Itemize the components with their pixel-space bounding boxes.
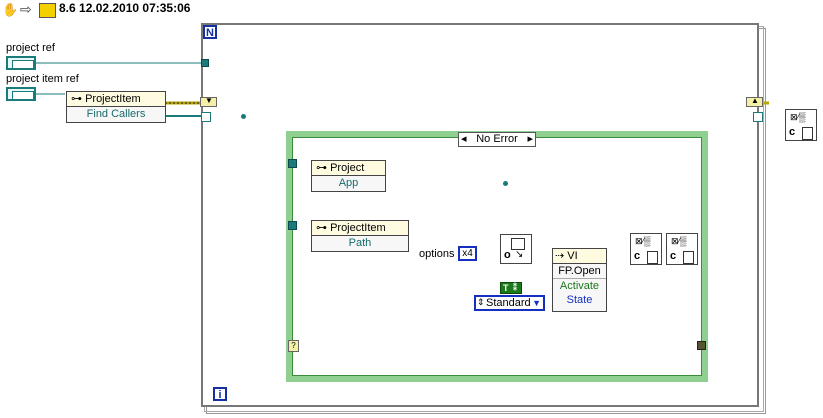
toolbar: ✋ ⇨ 8.6 12.02.2010 07:35:06	[0, 0, 823, 20]
file-icon	[683, 251, 694, 264]
case-dropdown-arrow[interactable]: ▸	[527, 133, 533, 145]
node-class-label: ProjectItem	[85, 93, 141, 105]
param-activate[interactable]: Activate	[559, 280, 600, 292]
loop-tunnel-project-ref	[201, 59, 209, 67]
case-prev-arrow[interactable]: ◂	[461, 133, 467, 145]
method-fp-open[interactable]: FP.Open	[553, 264, 606, 279]
param-state[interactable]: State	[566, 294, 593, 306]
project-item-invoke-node[interactable]: ⊶ ProjectItem Find Callers	[66, 91, 166, 123]
project-item-ref-label: project item ref	[6, 73, 79, 85]
refnum-icon	[12, 60, 34, 69]
loop-tunnel-callers-index	[201, 112, 211, 122]
node-header: ⊶ Project	[312, 161, 385, 176]
project-item-ref-control[interactable]	[6, 87, 36, 101]
loop-count-terminal[interactable]: N	[203, 25, 217, 39]
open-vi-reference-function[interactable]: o ↘	[500, 234, 532, 264]
options-label: options	[419, 248, 455, 260]
file-icon	[802, 127, 813, 140]
case-selector-value: No Error	[476, 133, 518, 145]
toolbar-title: 8.6 12.02.2010 07:35:06	[59, 1, 191, 15]
open-vi-ref-icon	[511, 238, 525, 250]
property-path[interactable]: Path	[348, 237, 372, 249]
project-item-property-node[interactable]: ⊶ ProjectItem Path	[311, 220, 409, 252]
shift-register-right[interactable]: ▲	[746, 96, 763, 107]
property-icon: ⊶	[316, 162, 331, 174]
invoke-icon: ⊶	[71, 93, 86, 105]
vi-invoke-node[interactable]: ⇢ VI FP.Open Activate State	[552, 248, 607, 312]
close-reference-outer[interactable]: ⊠⁄▒ c	[785, 109, 817, 141]
loop-tunnel-out	[753, 112, 763, 122]
close-reference-1[interactable]: ⊠⁄▒ c	[630, 233, 662, 265]
invoke-icon: ⇢	[555, 250, 568, 262]
loop-iteration-terminal: i	[213, 387, 227, 401]
case-selector[interactable]: ◂ No Error ▸	[458, 132, 536, 147]
enum-value: Standard	[486, 297, 531, 309]
node-header: ⊶ ProjectItem	[312, 221, 408, 236]
file-icon	[647, 251, 658, 264]
options-constant[interactable]: x4	[458, 246, 477, 261]
method-find-callers[interactable]: Find Callers	[86, 108, 146, 120]
labview-vi-icon	[39, 3, 56, 18]
property-app[interactable]: App	[338, 177, 359, 189]
bool-label: T	[503, 283, 509, 293]
state-enum-constant[interactable]: ⇕ Standard ▼	[474, 295, 545, 311]
property-icon: ⊶	[316, 222, 331, 234]
case-tunnel-item	[288, 221, 297, 230]
boolean-true-constant[interactable]: T ⁑	[500, 282, 522, 294]
node-header: ⇢ VI	[553, 249, 606, 264]
case-tunnel-project	[288, 159, 297, 168]
close-reference-2[interactable]: ⊠⁄▒ c	[666, 233, 698, 265]
arrow-right-icon[interactable]: ⇨	[20, 1, 32, 17]
node-header: ⊶ ProjectItem	[67, 92, 165, 107]
node-class-label: VI	[567, 250, 578, 262]
case-selector-terminal[interactable]: ?	[288, 340, 299, 352]
project-property-node[interactable]: ⊶ Project App	[311, 160, 386, 192]
wire-junction	[503, 181, 508, 186]
node-class-label: ProjectItem	[330, 222, 386, 234]
case-tunnel-error-out	[697, 341, 706, 350]
node-class-label: Project	[330, 162, 365, 174]
hand-cursor-icon[interactable]: ✋	[2, 2, 19, 17]
project-ref-control[interactable]	[6, 56, 36, 70]
project-ref-label: project ref	[6, 42, 55, 54]
enum-dropdown-icon[interactable]: ▼	[532, 298, 541, 308]
wire-junction	[241, 114, 246, 119]
refnum-icon	[12, 91, 34, 100]
shift-register-left[interactable]: ▼	[200, 96, 217, 107]
enum-updown-icon: ⇕	[477, 297, 485, 307]
